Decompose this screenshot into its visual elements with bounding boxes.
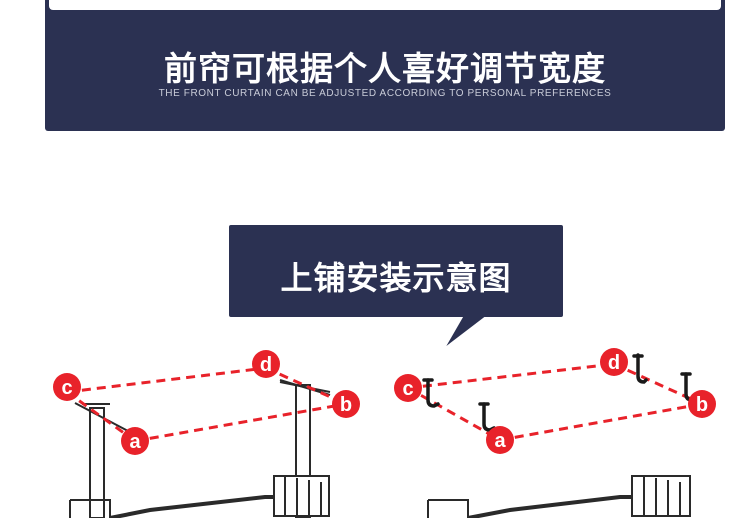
banner-top-panel [49,0,721,10]
left-dashed-lines [66,366,347,443]
right-label-a: a [494,430,506,452]
install-diagram-callout: 上铺安装示意图 [229,225,563,346]
left-marker-c: c [53,373,81,401]
right-marker-c: c [394,374,422,402]
left-label-c: c [61,377,72,399]
right-dashed-lines [407,362,703,442]
callout-box [229,225,563,317]
right-label-d: d [608,352,620,374]
header-banner: 前帘可根据个人喜好调节宽度 THE FRONT CURTAIN CAN BE A… [45,0,725,131]
installation-diagram: c d b a c [53,348,716,518]
left-label-d: d [260,354,272,376]
left-marker-a: a [121,427,149,455]
right-label-b: b [696,394,708,416]
banner-title: 前帘可根据个人喜好调节宽度 [164,49,606,88]
right-marker-b: b [688,390,716,418]
left-label-b: b [340,394,352,416]
left-bed-frame [69,379,331,518]
left-marker-b: b [332,390,360,418]
left-label-a: a [129,431,141,453]
right-bed-frame [427,475,691,518]
left-marker-d: d [252,350,280,378]
right-label-c: c [402,378,413,400]
right-marker-d: d [600,348,628,376]
callout-title: 上铺安装示意图 [280,259,512,297]
right-marker-a: a [486,426,514,454]
banner-subtitle: THE FRONT CURTAIN CAN BE ADJUSTED ACCORD… [158,88,612,99]
